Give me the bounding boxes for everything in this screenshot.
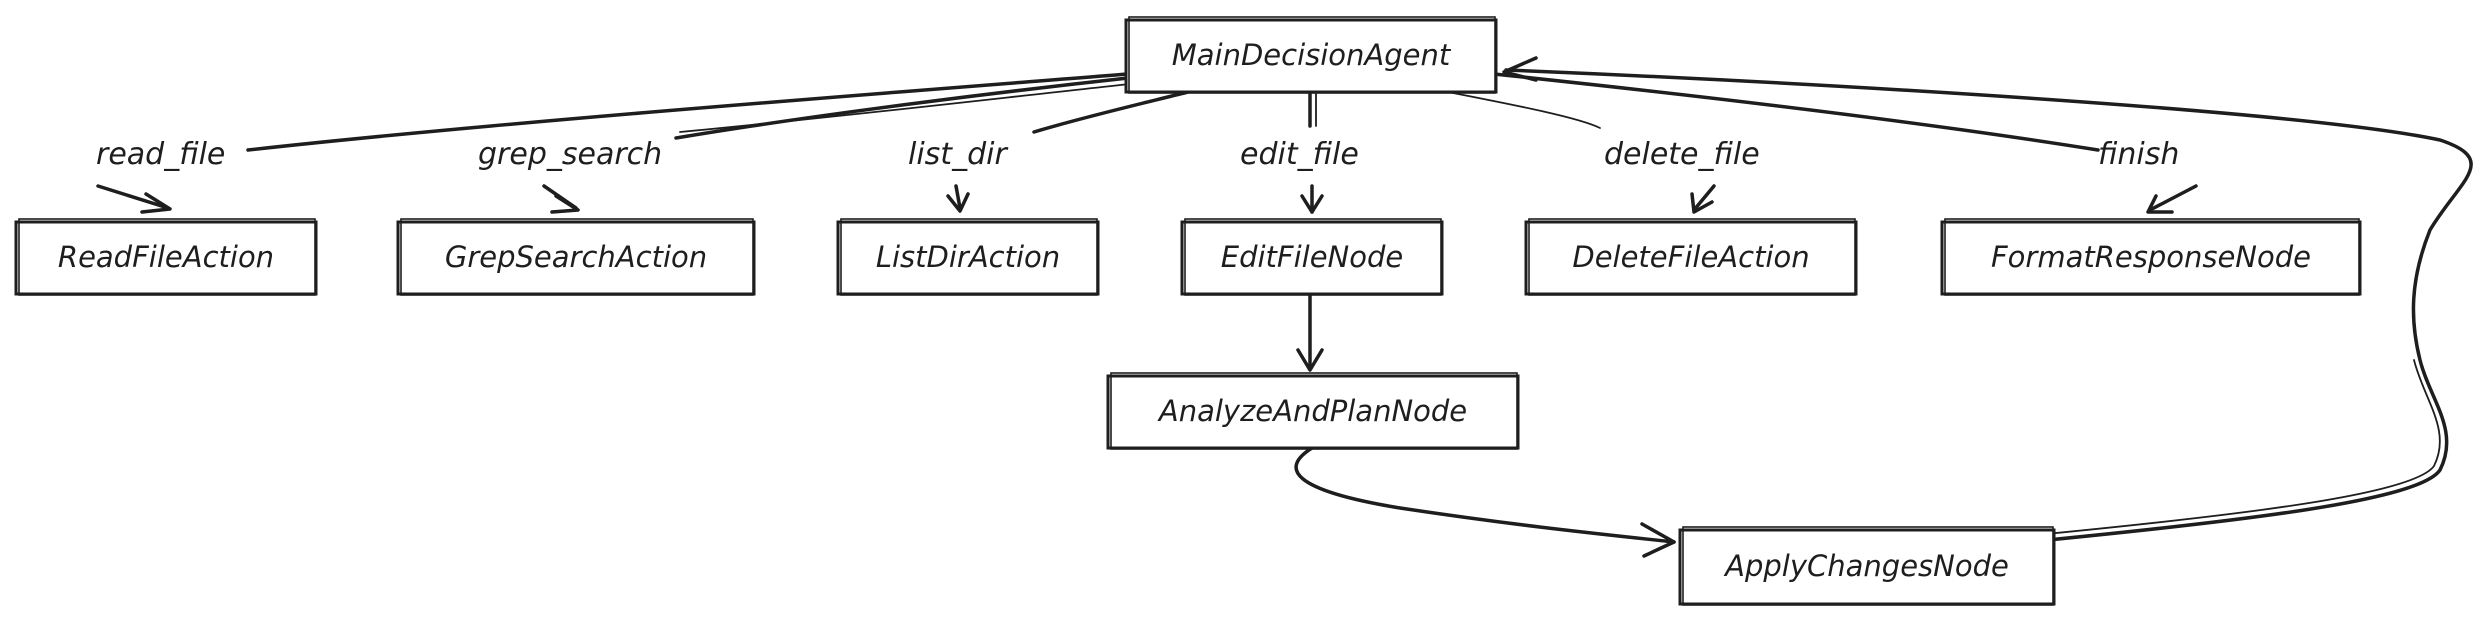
node-list-dir-action[interactable]: ListDirAction [836,218,1100,296]
node-edit-file-node-label: EditFileNode [1221,240,1403,274]
edge-finish [1492,72,2100,152]
node-analyze-and-plan-node-label: AnalyzeAndPlanNode [1157,394,1467,428]
node-analyze-and-plan-node-sketch [1110,372,1518,450]
edge-edit-to-analyze-arrowhead [1296,348,1324,372]
edge-grep-search-arrowhead [550,194,580,214]
node-format-response-node-box [1940,220,2362,296]
node-edit-file-node-box [1180,220,1444,296]
edge-label-finish: finish [2098,137,2179,172]
node-main-decision-agent[interactable]: MainDecisionAgent [1124,16,1498,94]
edge-finish-lower [2148,184,2198,212]
node-read-file-action-sketch [18,218,316,296]
edge-apply-to-main-2 [2045,359,2441,535]
edge-labels: read_file grep_search list_dir edit_file… [96,137,2179,172]
edge-delete-file [1447,91,1601,129]
node-format-response-node-label: FormatResponseNode [1991,240,2311,274]
node-main-decision-agent-sketch [1128,16,1496,94]
node-delete-file-action[interactable]: DeleteFileAction [1524,218,1858,296]
node-grep-search-action-label: GrepSearchAction [445,240,707,274]
node-apply-changes-node-label: ApplyChangesNode [1723,549,2009,583]
edge-label-list-dir: list_dir [908,137,1008,172]
node-read-file-action-box [14,220,318,296]
edge-list-dir-lower [954,184,962,210]
edge-label-grep-search: grep_search [478,137,662,172]
node-edit-file-node[interactable]: EditFileNode [1180,218,1444,296]
node-main-decision-agent-box [1124,18,1498,94]
edge-grep-search-2 [679,83,1131,133]
edge-read-file [246,72,1130,152]
node-read-file-action[interactable]: ReadFileAction [14,218,318,296]
node-format-response-node[interactable]: FormatResponseNode [1940,218,2362,296]
edge-analyze-to-apply [1294,446,1676,544]
node-grep-search-action[interactable]: GrepSearchAction [396,218,756,296]
node-apply-changes-node[interactable]: ApplyChangesNode [1678,526,2056,606]
edge-list-dir-arrowhead [946,192,970,213]
edge-finish-arrowhead [2146,194,2174,214]
node-read-file-action-label: ReadFileAction [58,240,274,274]
node-analyze-and-plan-node[interactable]: AnalyzeAndPlanNode [1106,372,1520,450]
node-list-dir-action-label: ListDirAction [876,240,1060,274]
node-list-dir-action-sketch [840,218,1098,296]
edge-edit-file-arrowhead [1300,194,1324,214]
edge-label-delete-file: delete_file [1604,137,1760,172]
edge-label-read-file: read_file [96,137,225,172]
node-delete-file-action-box [1524,220,1858,296]
node-list-dir-action-box [836,220,1100,296]
edge-analyze-to-apply-arrowhead [1640,522,1676,558]
node-grep-search-action-sketch [400,218,754,296]
node-analyze-and-plan-node-box [1106,374,1520,450]
edge-apply-to-main-arrowhead [1502,56,1538,82]
edge-read-file-arrowhead [140,192,172,214]
edges [96,56,2473,558]
node-main-decision-agent-label: MainDecisionAgent [1172,38,1452,72]
edge-apply-to-main [1504,68,2473,542]
edge-label-edit-file: edit_file [1240,137,1359,172]
node-edit-file-node-sketch [1184,218,1442,296]
edge-delete-file-arrowhead [1690,192,1714,214]
node-delete-file-action-label: DeleteFileAction [1572,240,1809,274]
edge-delete-file-lower [1692,184,1716,212]
node-grep-search-action-box [396,220,756,296]
edge-read-file-lower [96,184,170,210]
node-format-response-node-sketch [1944,218,2360,296]
node-apply-changes-node-box [1678,528,2056,606]
node-delete-file-action-sketch [1528,218,1856,296]
edge-list-dir [1032,90,1190,134]
nodes: MainDecisionAgent ReadFileAction GrepSea… [14,16,2362,606]
node-apply-changes-node-sketch [1682,526,2054,606]
edge-grep-search [674,76,1130,140]
